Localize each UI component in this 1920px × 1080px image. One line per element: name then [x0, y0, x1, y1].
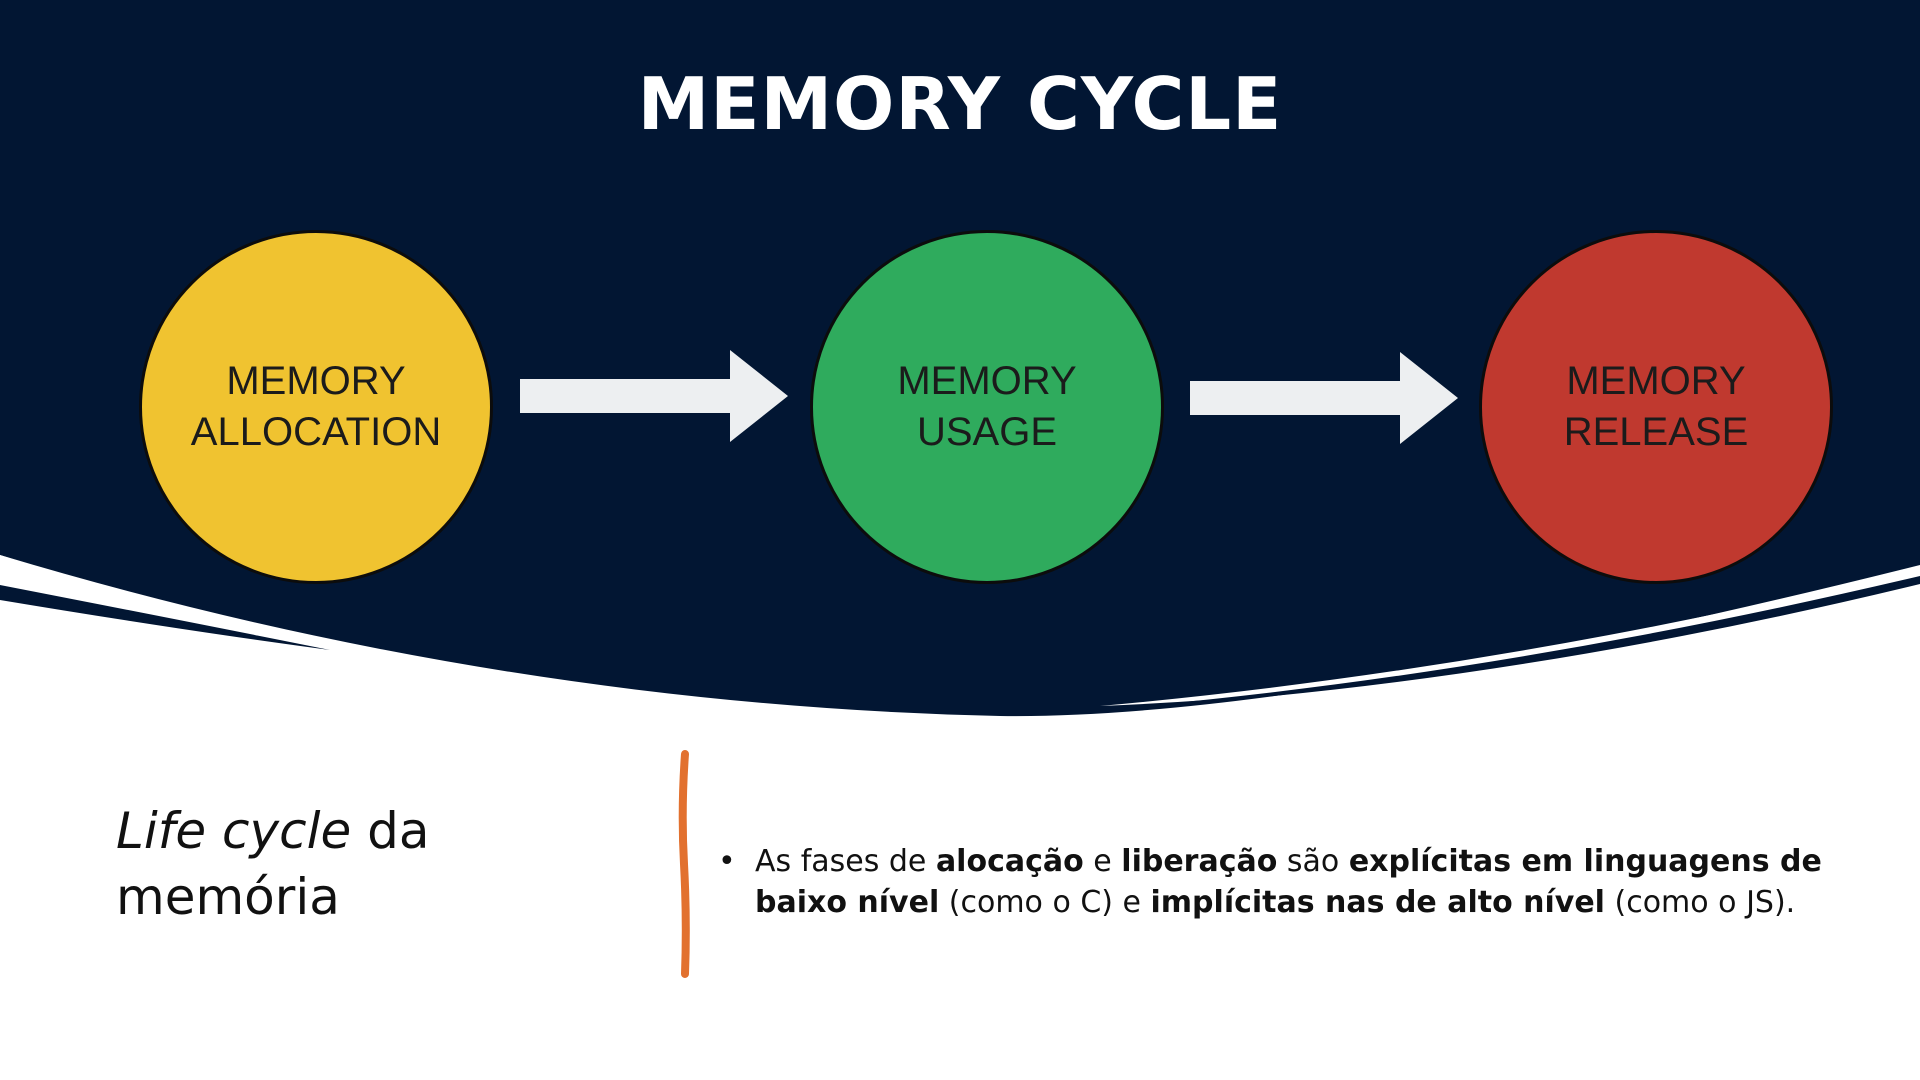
- stage-circle-usage: MEMORY USAGE: [810, 230, 1164, 584]
- bold-run: explícitas em linguagens de baixo nível: [755, 844, 1822, 920]
- diagram-title: MEMORY CYCLE: [637, 62, 1283, 146]
- text-run: As fases de: [755, 844, 936, 879]
- bold-run: alocação: [935, 844, 1084, 879]
- bold-run: implícitas nas de alto nível: [1150, 885, 1605, 920]
- text-run: (como o C) e: [939, 885, 1151, 920]
- white-swoosh-left-thin: [0, 585, 330, 650]
- stage-label-line1: MEMORY: [1566, 359, 1746, 403]
- right-arrow-icon: [1190, 352, 1458, 444]
- heading-italic: Life cycle: [116, 802, 352, 860]
- right-arrow-icon: [520, 350, 788, 442]
- heading-rest: da: [351, 802, 430, 860]
- list-item: • As fases de alocação e liberação são ex…: [718, 841, 1898, 923]
- stage-label-line1: MEMORY: [897, 359, 1077, 403]
- text-run: são: [1277, 844, 1349, 879]
- stage-label-line2: ALLOCATION: [190, 410, 442, 454]
- stage-circle-release: MEMORY RELEASE: [1479, 230, 1833, 584]
- heading-line2: memória: [116, 868, 340, 926]
- section-heading: Life cycle da memória: [116, 798, 636, 930]
- text-run: (como o JS).: [1604, 885, 1796, 920]
- stage-circle-allocation: MEMORY ALLOCATION: [139, 230, 493, 584]
- bullet-list: • As fases de alocação e liberação são ex…: [718, 841, 1898, 923]
- stage-label-line2: USAGE: [916, 410, 1058, 454]
- stage-label-line1: MEMORY: [226, 359, 406, 403]
- stage-label-line2: RELEASE: [1563, 410, 1749, 454]
- bold-run: liberação: [1121, 844, 1278, 879]
- text-run: e: [1083, 844, 1122, 879]
- bullet-marker: •: [718, 844, 736, 879]
- orange-divider: [678, 750, 690, 978]
